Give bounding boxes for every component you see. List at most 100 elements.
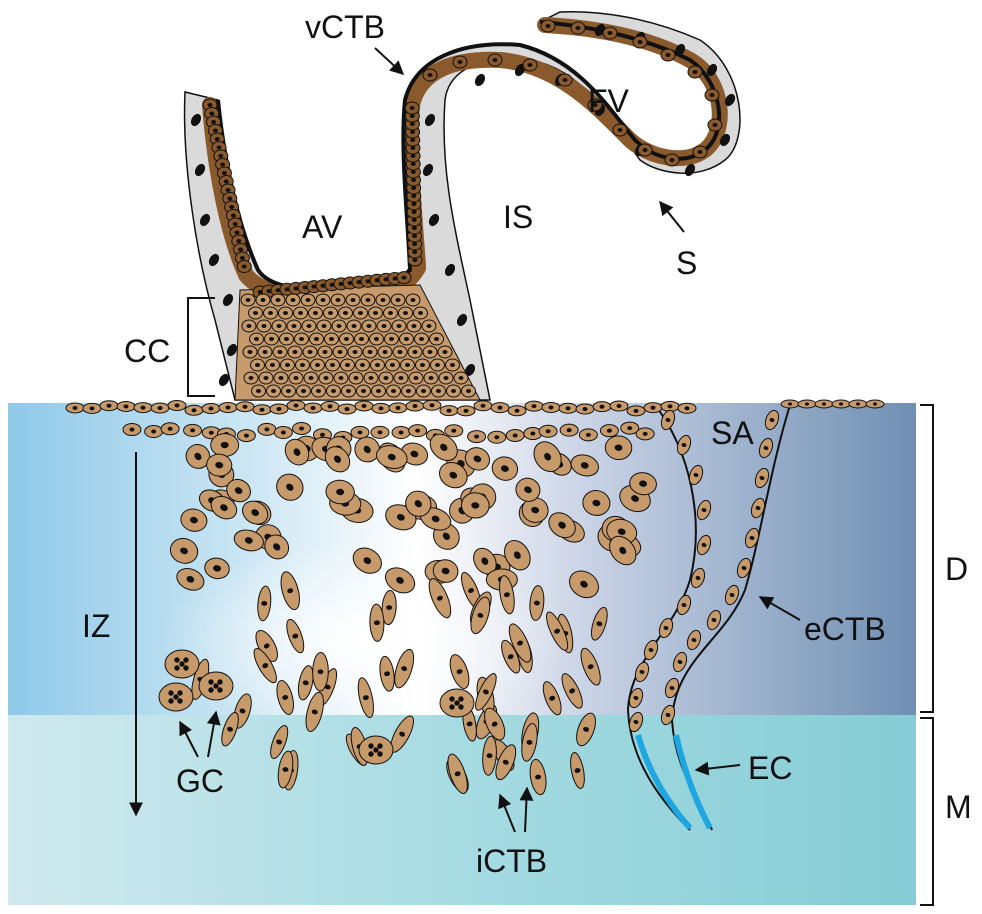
villous-cytotrophoblast-cell [665,154,679,166]
villous-cytotrophoblast-cell [423,69,437,81]
column-cell [393,346,407,358]
shell-cell [66,403,84,413]
villous-cytotrophoblast-cell [488,54,502,66]
shell-cell [134,403,152,413]
column-cell [361,294,375,306]
shell-cell [600,425,618,437]
column-cell [267,385,281,397]
villous-cytotrophoblast-cell [708,119,722,131]
column-cell [447,385,461,397]
column-cell [258,346,272,358]
column-cell [348,346,362,358]
shell-cell [440,406,458,416]
column-cell [432,385,446,397]
label-ictb: iCTB [476,843,547,879]
shell-cell [610,401,628,411]
column-cell [310,333,324,345]
column-cell [454,372,468,384]
shell-cell [168,400,186,410]
column-cell [372,385,386,397]
label-fv: FV [588,83,630,119]
villous-cytotrophoblast-cell [405,102,419,114]
villous-cytotrophoblast-cell [661,49,675,61]
column-cell [242,320,256,332]
giant-cell [159,683,193,711]
column-cell [376,294,390,306]
column-cell [422,320,436,332]
shell-cell [351,426,369,438]
column-cell [312,385,326,397]
label-is: IS [503,199,533,235]
shell-cell [237,430,255,442]
column-cell [334,372,348,384]
column-cell [273,346,287,358]
shell-cell [506,429,524,441]
column-cell [327,385,341,397]
shell-cell [491,403,509,413]
column-cell [309,307,323,319]
column-cell [325,333,339,345]
myometrium-layer [8,715,916,905]
column-cell [446,359,460,371]
column-cell [295,333,309,345]
shell-cell [161,423,179,435]
column-cell [399,307,413,319]
column-cell [264,307,278,319]
column-cell [279,307,293,319]
shell-cell [636,428,654,440]
column-cell [415,333,429,345]
column-cell [363,346,377,358]
column-cell [369,307,383,319]
column-cell [423,346,437,358]
column-cell [274,372,288,384]
giant-cell [165,650,199,678]
column-cell [333,346,347,358]
villous-cytotrophoblast-cell [541,20,555,32]
column-cell [286,294,300,306]
shell-cell [185,405,203,415]
shell-cell [542,403,560,413]
column-cell [259,372,273,384]
column-cell [387,385,401,397]
column-cell [371,359,385,371]
column-cell [332,320,346,332]
column-cell [324,307,338,319]
column-cell [416,359,430,371]
column-cell [316,294,330,306]
shell-cell [270,404,288,414]
column-cell [243,346,257,358]
column-cell [304,372,318,384]
shell-cell [866,400,884,408]
column-cell [266,359,280,371]
column-cell [318,346,332,358]
giant-cell [199,672,233,700]
column-cell [281,359,295,371]
shell-cell [321,401,339,411]
shell-cell [678,403,696,413]
label-d: D [945,551,968,587]
column-cell [377,320,391,332]
column-cell [431,359,445,371]
column-cell [319,372,333,384]
column-cell [301,294,315,306]
shell-cell [559,403,577,413]
column-cell [406,294,420,306]
column-cell [341,359,355,371]
villous-cytotrophoblast-cell [397,272,411,284]
column-cell [355,333,369,345]
column-cell [409,372,423,384]
column-cell [251,359,265,371]
shell-cell [406,401,424,411]
column-cell [302,320,316,332]
interstitial-cytotrophoblast-cell [211,434,239,457]
villous-cytotrophoblast-cell [705,89,719,101]
shell-cell [576,404,594,414]
label-av: AV [302,209,343,245]
shell-cell [389,403,407,413]
s-arrow-icon [660,202,684,232]
label-m: M [945,789,972,825]
column-cell [288,346,302,358]
shell-cell [539,425,557,437]
shell-cell [219,402,237,412]
